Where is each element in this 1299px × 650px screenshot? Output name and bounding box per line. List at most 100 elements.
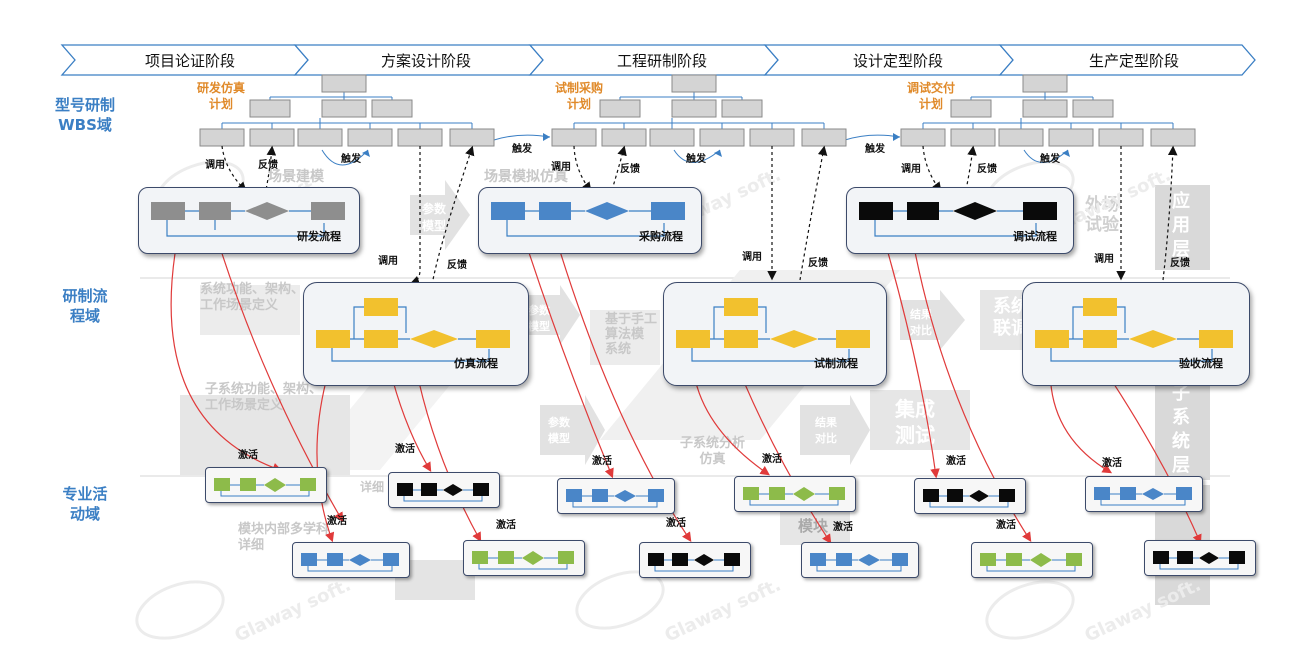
label-call-3: 调用 — [551, 162, 571, 173]
label-feedback-5: 反馈 — [977, 164, 997, 175]
bg-app-layer: 应 用 层 — [1172, 191, 1190, 260]
activity-green-2[interactable] — [734, 476, 856, 512]
label-call-1: 调用 — [205, 160, 225, 171]
domain-process: 研制流 程域 — [62, 287, 108, 325]
activity-black-2[interactable] — [914, 478, 1026, 514]
label-feedback-6: 反馈 — [1170, 258, 1190, 269]
activity-green-1-flow — [214, 478, 316, 497]
label-trigger-3: 触发 — [686, 154, 706, 165]
label-activate-5: 激活 — [592, 456, 612, 467]
activity-black-2-flow — [923, 489, 1015, 508]
label-feedback-2: 反馈 — [447, 260, 467, 271]
domain-wbs: 型号研制 WBS域 — [54, 96, 115, 134]
phase-5: 生产定型阶段 — [1088, 52, 1179, 70]
process-accept-title: 验收流程 — [1179, 357, 1223, 370]
process-trial-title: 试制流程 — [814, 357, 858, 370]
label-activate-8: 激活 — [833, 522, 853, 533]
process-accept[interactable]: 验收流程 — [1022, 282, 1250, 386]
phase-banner — [60, 44, 1256, 76]
label-call-6: 调用 — [1094, 254, 1114, 265]
bg-field-test: 外场 试验 — [1085, 195, 1119, 235]
activity-black-3-flow — [648, 553, 740, 572]
label-activate-10: 激活 — [996, 520, 1016, 531]
label-call-5: 调用 — [901, 164, 921, 175]
activity-blue-3[interactable] — [292, 542, 410, 578]
process-sim[interactable]: 仿真流程 — [303, 282, 529, 386]
bg-param-model-1: 参数 模型 — [422, 202, 447, 233]
phase-4: 设计定型阶段 — [852, 52, 943, 70]
activity-blue-4[interactable] — [801, 542, 919, 578]
bg-param-model-2: 参数 模型 — [528, 304, 550, 333]
label-activate-3: 激活 — [327, 516, 347, 527]
label-activate-11: 激活 — [1102, 458, 1122, 469]
activity-green-4-flow — [980, 553, 1082, 572]
label-activate-7: 激活 — [762, 454, 782, 465]
label-trigger-2: 触发 — [512, 144, 532, 155]
bg-module-internal: 模块内部多学科 详细 — [238, 522, 330, 553]
phase-2: 方案设计阶段 — [380, 52, 471, 70]
bg-result-compare-1: 结果 对比 — [910, 308, 932, 337]
label-trigger-1: 触发 — [341, 154, 361, 165]
process-rd[interactable]: 研发流程 — [138, 187, 360, 254]
activity-black-1-flow — [397, 483, 489, 502]
activity-black-1[interactable] — [388, 472, 500, 508]
bg-sys-joint: 系统 联调 — [993, 296, 1029, 339]
bg-module: 模块 — [798, 517, 829, 535]
bg-sub-layer: 子 系 统 层 — [1172, 383, 1190, 476]
plan-debug-delivery: 调试交付 计划 — [906, 81, 955, 111]
activity-blue-2[interactable] — [1085, 476, 1203, 512]
activity-green-3-flow — [472, 551, 574, 570]
activity-black-3[interactable] — [639, 542, 751, 578]
activity-green-3[interactable] — [463, 540, 585, 576]
activity-green-4[interactable] — [971, 542, 1093, 578]
bg-sys-func: 系统功能、架构、 工作场景定义 — [200, 282, 305, 313]
label-feedback-3: 反馈 — [620, 164, 640, 175]
activity-green-1[interactable] — [205, 467, 327, 503]
bg-integration: 集成 测试 — [895, 397, 935, 447]
activity-blue-2-flow — [1094, 487, 1192, 506]
plan-trial-purchase: 试制采购 计划 — [554, 81, 603, 111]
label-activate-2: 激活 — [395, 444, 415, 455]
activity-black-4[interactable] — [1144, 540, 1256, 576]
bg-result-compare-2: 结果 对比 — [815, 416, 837, 445]
label-activate-6: 激活 — [666, 518, 686, 529]
process-rd-flow — [151, 202, 345, 237]
label-call-2: 调用 — [378, 256, 398, 267]
label-activate-4: 激活 — [496, 520, 516, 531]
activity-blue-1-flow — [566, 489, 664, 508]
bg-algo: 基于手工 算法模 系统 — [605, 312, 658, 357]
phase-1: 项目论证阶段 — [144, 52, 235, 70]
label-activate-1: 激活 — [238, 450, 258, 461]
label-trigger-5: 触发 — [1040, 154, 1060, 165]
label-trigger-4: 触发 — [865, 144, 885, 155]
domain-activity: 专业活 动域 — [62, 485, 108, 523]
process-sim-title: 仿真流程 — [454, 357, 498, 370]
process-rd-title: 研发流程 — [297, 230, 341, 243]
bg-scene-modeling: 场景建模 — [268, 169, 324, 185]
label-activate-9: 激活 — [946, 456, 966, 467]
phase-3: 工程研制阶段 — [616, 52, 707, 70]
process-debug[interactable]: 调试流程 — [846, 187, 1074, 254]
process-purchase-title: 采购流程 — [639, 230, 683, 243]
bg-detail: 详细 — [360, 480, 385, 494]
bg-param-model-3: 参数 模型 — [548, 416, 570, 445]
process-accept-flow — [1035, 298, 1233, 362]
activity-blue-1[interactable] — [557, 478, 675, 514]
activity-blue-3-flow — [301, 553, 399, 572]
plan-rd-sim: 研发仿真 计划 — [196, 81, 245, 111]
process-debug-title: 调试流程 — [1013, 230, 1057, 243]
process-purchase-flow — [491, 202, 685, 237]
process-debug-flow — [859, 202, 1057, 237]
activity-green-2-flow — [743, 487, 845, 506]
label-call-4: 调用 — [742, 252, 762, 263]
label-feedback-4: 反馈 — [808, 258, 828, 269]
process-trial-flow — [676, 298, 870, 362]
bg-sub-func: 子系统功能、架构、 工作场景定义 — [205, 382, 323, 413]
process-sim-flow — [316, 298, 510, 362]
activity-blue-4-flow — [810, 553, 908, 572]
bg-scene-sim: 场景模拟仿真 — [484, 169, 568, 185]
activity-black-4-flow — [1153, 551, 1245, 570]
process-trial[interactable]: 试制流程 — [663, 282, 887, 386]
process-purchase[interactable]: 采购流程 — [478, 187, 702, 254]
label-feedback-1: 反馈 — [258, 160, 278, 171]
